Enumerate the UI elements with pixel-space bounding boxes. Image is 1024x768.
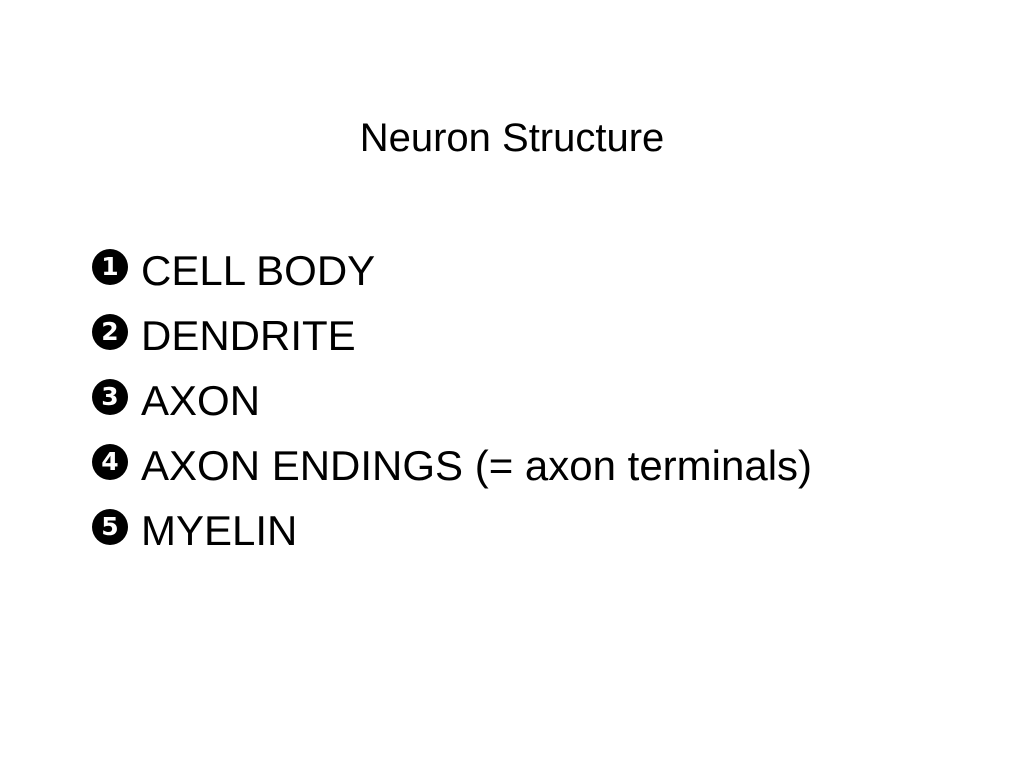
number-circle-icon: 2 xyxy=(92,313,128,350)
number-circle-icon: 1 xyxy=(92,248,128,285)
list-item: 3 AXON xyxy=(92,368,812,433)
list-item: 2 DENDRITE xyxy=(92,303,812,368)
list-item-label: DENDRITE xyxy=(141,311,356,359)
list-item-label: MYELIN xyxy=(141,506,298,554)
list-item: 5 MYELIN xyxy=(92,498,812,563)
slide-title: Neuron Structure xyxy=(359,116,665,160)
numbered-list: 1 CELL BODY 2 DENDRITE 3 AXON 4 AXON END… xyxy=(92,238,812,563)
number-circle-icon: 5 xyxy=(92,508,128,545)
list-item: 4 AXON ENDINGS (= axon terminals) xyxy=(92,433,812,498)
number-circle-icon: 3 xyxy=(92,378,128,415)
list-item-label: AXON xyxy=(141,376,261,424)
number-circle-icon: 4 xyxy=(92,443,128,480)
list-item-label: CELL BODY xyxy=(141,246,376,294)
list-item: 1 CELL BODY xyxy=(92,238,812,303)
list-item-label: AXON ENDINGS (= axon terminals) xyxy=(141,441,813,489)
